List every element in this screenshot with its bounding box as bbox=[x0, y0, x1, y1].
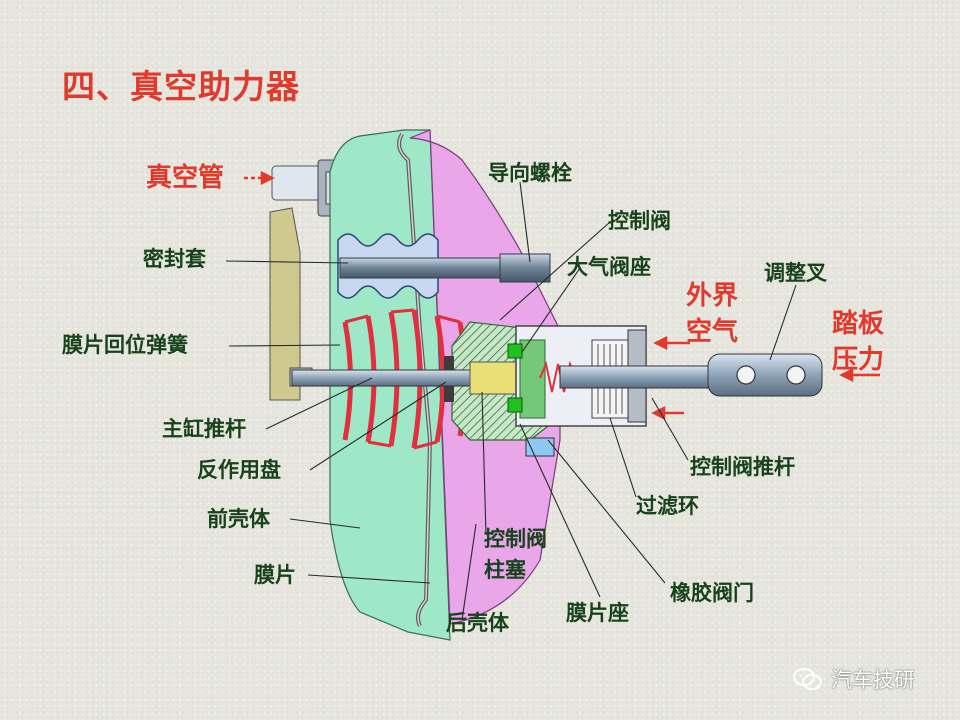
label-diaphragm-return-spring: 膜片回位弹簧 bbox=[62, 333, 188, 357]
label-diaphragm: 膜片 bbox=[254, 563, 296, 587]
label-seal-sleeve: 密封套 bbox=[143, 247, 206, 271]
wechat-icon bbox=[793, 668, 822, 690]
label-filter-ring: 过滤环 bbox=[636, 494, 699, 518]
airflow-arrows bbox=[244, 170, 880, 421]
label-rear-housing: 后壳体 bbox=[446, 611, 510, 635]
control-valve-pushrod bbox=[559, 365, 721, 389]
label-reaction-disc: 反作用盘 bbox=[197, 458, 281, 482]
watermark: 汽车技研 bbox=[793, 664, 915, 694]
plunger bbox=[469, 361, 521, 395]
label-pedal-force-1: 踏板 bbox=[832, 309, 884, 339]
label-atmosphere-valve-seat: 大气阀座 bbox=[567, 255, 651, 279]
label-outside-air-1: 外界 bbox=[686, 281, 738, 311]
label-diaphragm-seat: 膜片座 bbox=[566, 601, 629, 625]
label-control-valve-pushrod: 控制阀推杆 bbox=[690, 455, 795, 479]
label-control-valve-plunger-1: 控制阀 bbox=[484, 527, 547, 551]
label-guide-bolt: 导向螺栓 bbox=[488, 161, 572, 185]
label-master-cylinder-pushrod: 主缸推杆 bbox=[162, 417, 246, 441]
label-outside-air-2: 空气 bbox=[686, 316, 738, 347]
valve-spring bbox=[539, 360, 577, 393]
leader-lines bbox=[225, 181, 797, 621]
label-pedal-force-2: 压力 bbox=[832, 345, 884, 375]
label-vacuum-pipe: 真空管 bbox=[146, 162, 224, 193]
label-control-valve: 控制阀 bbox=[608, 209, 671, 233]
label-front-housing: 前壳体 bbox=[207, 507, 271, 531]
watermark-text: 汽车技研 bbox=[831, 668, 915, 692]
label-control-valve-plunger-2: 柱塞 bbox=[484, 558, 527, 582]
page-title: 四、真空助力器 bbox=[62, 67, 300, 106]
label-adjusting-fork: 调整叉 bbox=[764, 261, 828, 285]
label-rubber-valve: 橡胶阀门 bbox=[670, 581, 754, 605]
adjusting-fork bbox=[707, 353, 823, 397]
